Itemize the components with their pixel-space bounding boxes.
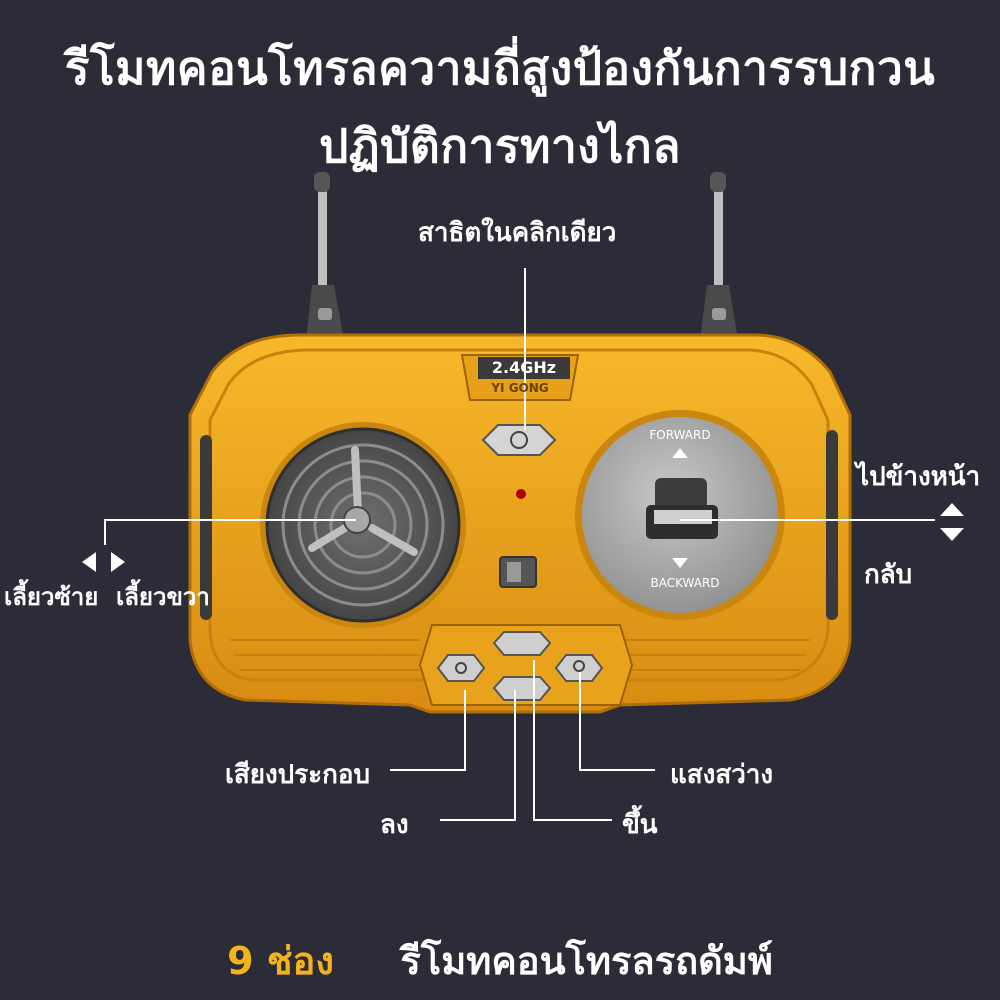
callout-down: ลง <box>380 810 409 840</box>
frequency-label: 2.4GHz <box>491 358 557 377</box>
callout-back: กลับ <box>864 560 913 590</box>
product-name: รีโมทคอนโทรลรถดัมพ์ <box>400 939 773 983</box>
callout-sound: เสียงประกอบ <box>225 760 370 790</box>
callout-light: แสงสว่าง <box>670 760 774 790</box>
backward-print: BACKWARD <box>650 576 720 590</box>
callout-turn-right: เลี้ยวขวา <box>116 583 210 611</box>
forward-print: FORWARD <box>649 428 711 442</box>
callout-demo: สาธิตในคลิกเดียว <box>418 218 617 248</box>
callout-forward: ไปข้างหน้า <box>856 462 981 492</box>
throttle-dial <box>575 410 785 620</box>
brand-label: YI GONG <box>491 381 549 395</box>
callout-turn-left: เลี้ยวซ้าย <box>4 583 99 611</box>
right-antenna <box>700 172 738 340</box>
page-title-line-2: ปฏิบัติการทางไกล <box>319 119 681 173</box>
arrow-down-icon <box>940 528 964 541</box>
channel-count: 9 ช่อง <box>227 939 334 983</box>
callout-up: ขึ้น <box>622 810 658 840</box>
footer-title: 9 ช่อง รีโมทคอนโทรลรถดัมพ์ <box>0 930 1000 991</box>
arrow-right-icon <box>111 552 125 572</box>
arrow-left-icon <box>82 552 96 572</box>
left-antenna <box>306 172 344 340</box>
page-title-line-1: รีโมทคอนโทรลความถี่สูงป้องกันการรบกวน <box>64 41 936 95</box>
arrow-up-icon <box>940 503 964 516</box>
steering-dial <box>260 422 466 628</box>
